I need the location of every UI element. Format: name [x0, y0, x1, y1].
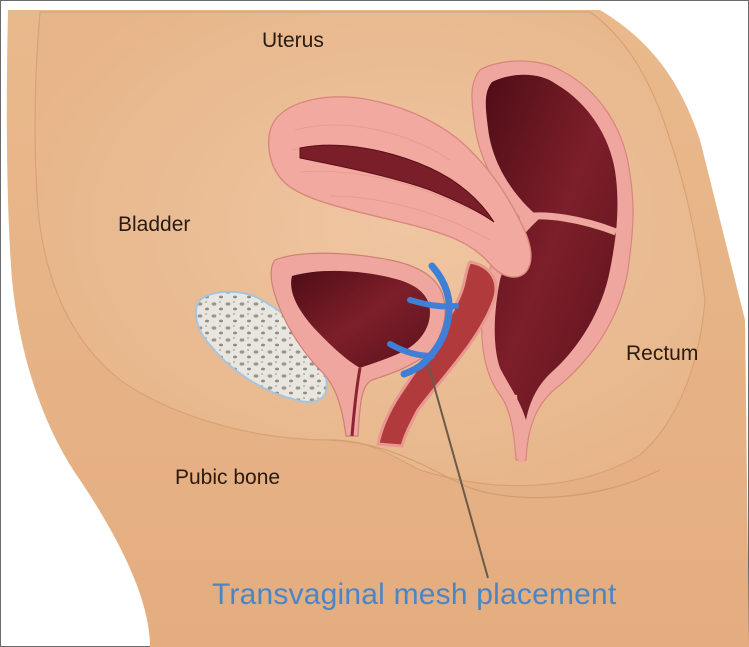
label-rectum: Rectum	[626, 343, 698, 364]
caption-mesh-placement: Transvaginal mesh placement	[212, 580, 616, 610]
label-pubic-bone: Pubic bone	[175, 467, 280, 488]
label-bladder: Bladder	[118, 214, 190, 235]
label-uterus: Uterus	[262, 30, 324, 51]
